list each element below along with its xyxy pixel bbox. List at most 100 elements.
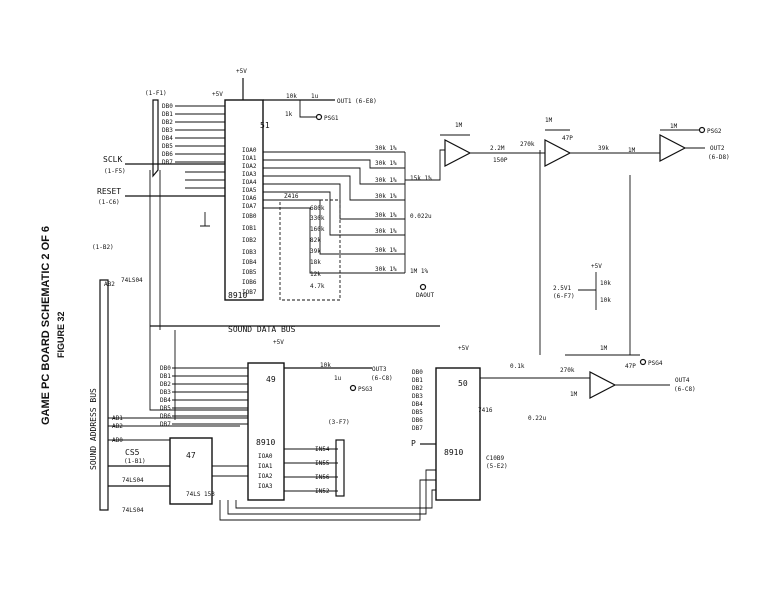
r30k-c: 30k 1% xyxy=(375,177,397,184)
vcc-51b: +5V xyxy=(236,68,247,75)
chip-51-db-pins: DB0 DB1 DB2 DB3 DB4 DB5 DB6 DB7 xyxy=(162,103,225,166)
opamp-4 xyxy=(589,371,617,399)
sound-address-bus-label-wrap: SOUND ADDRESS BUS xyxy=(89,388,98,470)
z416-box xyxy=(279,199,341,301)
psg3-label: PSG3 xyxy=(358,386,373,393)
u51-iob7: IOB7 xyxy=(242,289,257,296)
out2-ref: (6-D8) xyxy=(708,154,730,161)
ground-51 xyxy=(200,212,210,227)
u51-iob2: IOB2 xyxy=(242,237,257,244)
chip-49-io-pins: IOA0 IOA1 IOA2 IOA3 xyxy=(258,453,273,490)
opamp-2 xyxy=(544,139,572,167)
bc-wires xyxy=(185,171,225,189)
out3-ref: (6-C8) xyxy=(371,375,393,382)
vcc-51: +5V xyxy=(212,91,223,98)
chip-50-number: 50 xyxy=(458,379,468,388)
u51-db7: DB7 xyxy=(162,159,173,166)
ab1-label: AB1 xyxy=(112,415,123,422)
daout-label: DAOUT xyxy=(416,292,434,299)
r47k: 4.7k xyxy=(310,283,325,290)
u51-db3: DB3 xyxy=(162,127,173,134)
u51-ioa4: IOA4 xyxy=(242,179,257,186)
inv-a: 74LS04 xyxy=(121,277,143,284)
u51-ioa6: IOA6 xyxy=(242,195,257,202)
u49-db4: DB4 xyxy=(160,397,171,404)
r30k-e: 30k 1% xyxy=(375,212,397,219)
inv-c: 74LS04 xyxy=(122,507,144,514)
u49-db5: DB5 xyxy=(160,405,171,412)
c47p-b: 47P xyxy=(625,363,636,370)
vcc-ref: +5V xyxy=(591,263,602,270)
chip-50-body xyxy=(435,367,481,501)
r1m-c: 1M xyxy=(628,147,636,154)
z416-resistors: 680k 330k 160k 82k 39k 18k 12k 4.7k xyxy=(310,205,325,290)
r30k-b: 30k 1% xyxy=(375,160,397,167)
in52: IN52 xyxy=(315,488,330,495)
u51-iob4: IOB4 xyxy=(242,259,257,266)
daout-terminal xyxy=(419,283,427,291)
r30k-d: 30k 1% xyxy=(375,193,397,200)
chip-47-number: 47 xyxy=(186,451,196,460)
cs5-ref: (1-B1) xyxy=(124,458,146,465)
u50-db5: DB5 xyxy=(412,409,423,416)
psg1-wire xyxy=(299,100,316,118)
sclk-ref: (1-F5) xyxy=(104,168,126,175)
u50-db3: DB3 xyxy=(412,393,423,400)
resistor-ladder-30k: 30k 1% 30k 1% 30k 1% 30k 1% 30k 1% 30k 1… xyxy=(263,145,406,274)
reset-ref: (1-C6) xyxy=(98,199,120,206)
chip-49-number: 49 xyxy=(266,375,276,384)
r30k-f: 30k 1% xyxy=(375,228,397,235)
v25-ref: (6-F7) xyxy=(553,293,575,300)
out2-label: OUT2 xyxy=(710,145,725,152)
r10k-ref-a: 10k xyxy=(600,280,611,287)
u49-db1: DB1 xyxy=(160,373,171,380)
r1m-d: 1M xyxy=(670,123,678,130)
r30k-g: 30k 1% xyxy=(375,247,397,254)
r1m-f: 1M xyxy=(570,391,578,398)
vcc-50: +5V xyxy=(458,345,469,352)
z416-label: Z416 xyxy=(284,193,299,200)
u49-db0: DB0 xyxy=(160,365,171,372)
u51-iob1: IOB1 xyxy=(242,225,257,232)
psg3-terminal xyxy=(349,384,357,392)
r10k-out1: 10k xyxy=(286,93,297,100)
r1k-51: 1k xyxy=(285,111,293,118)
ref-1-f1: (1-F1) xyxy=(145,90,167,97)
in54: IN54 xyxy=(315,446,330,453)
r15k: 15k 1% xyxy=(410,175,432,182)
c1u-out3: 1u xyxy=(334,375,342,382)
feedback-wires xyxy=(440,129,700,136)
out4-label: OUT4 xyxy=(675,377,690,384)
u49-db7: DB7 xyxy=(160,421,171,428)
c0022: 0.022u xyxy=(410,213,432,220)
r30k-h: 30k 1% xyxy=(375,266,397,273)
in56: IN56 xyxy=(315,474,330,481)
u50-db7: DB7 xyxy=(412,425,423,432)
chip-50-part: 8910 xyxy=(444,448,463,457)
v25-label: 2.5V1 xyxy=(553,285,571,292)
cs5-label: CS5 xyxy=(125,448,140,457)
r82k: 82k xyxy=(310,237,321,244)
u51-iob5: IOB5 xyxy=(242,269,257,276)
chip-47-body xyxy=(169,437,213,505)
ab0-label: AB0 xyxy=(112,437,123,444)
bottom-bus-wires xyxy=(219,469,436,521)
u51-db1: DB1 xyxy=(162,111,173,118)
r160k: 160k xyxy=(310,226,325,233)
c47p-a: 47P xyxy=(562,135,573,142)
psg4-label: PSG4 xyxy=(648,360,663,367)
ab2-top: AB2 xyxy=(104,281,115,288)
u51-ioa0: IOA0 xyxy=(242,147,257,154)
u49-ioa0: IOA0 xyxy=(258,453,273,460)
r270k-b: 270k xyxy=(560,367,575,374)
u50-db0: DB0 xyxy=(412,369,423,376)
chip-51-number: 51 xyxy=(260,121,270,130)
r1m-b: 1M xyxy=(545,117,553,124)
opamp-chain-wire xyxy=(405,147,705,181)
psg2-terminal xyxy=(698,126,706,134)
r1m-e: 1M xyxy=(600,345,608,352)
out3-label: OUT3 xyxy=(372,366,387,373)
psg1-label: PSG1 xyxy=(324,115,339,122)
u49-ioa1: IOA1 xyxy=(258,463,273,470)
u49-ioa2: IOA2 xyxy=(258,473,273,480)
